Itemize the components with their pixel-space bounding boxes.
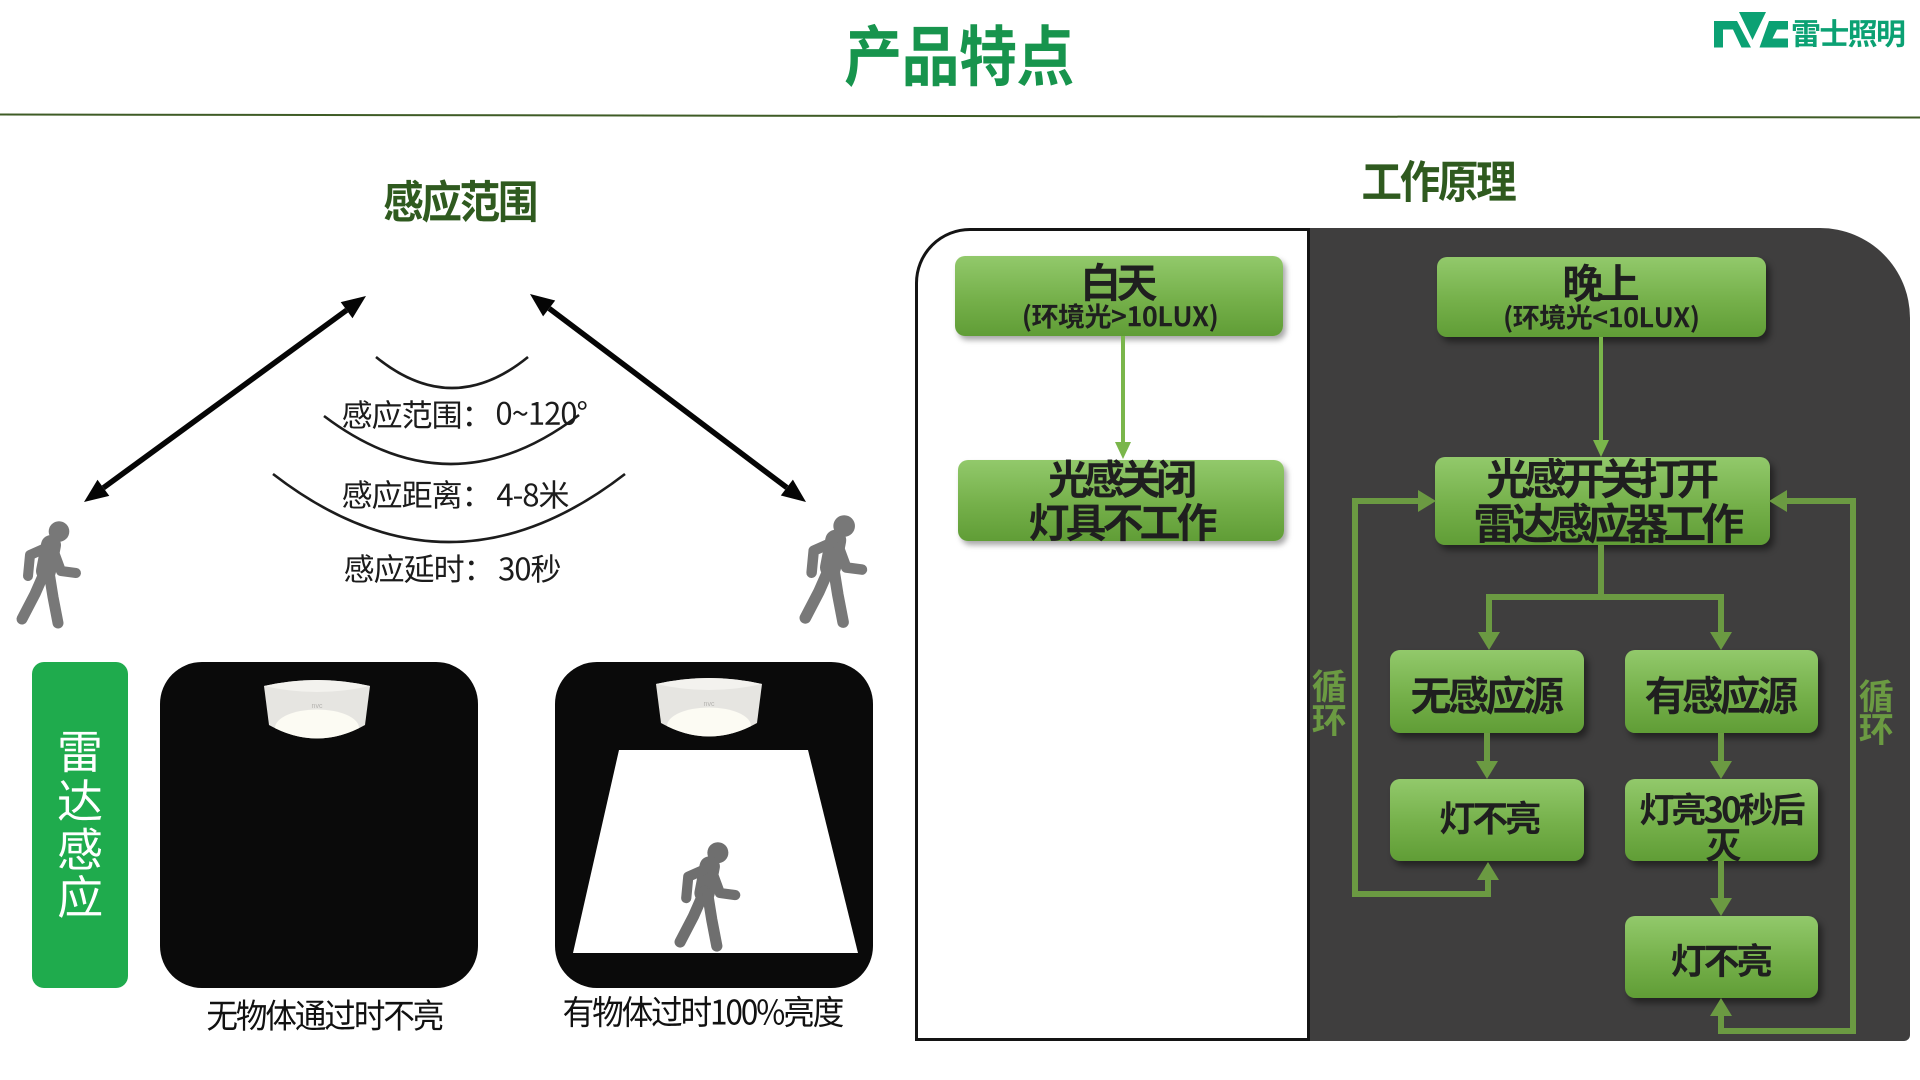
svg-text:nvc: nvc	[704, 701, 715, 708]
svg-text:nvc: nvc	[312, 703, 323, 710]
